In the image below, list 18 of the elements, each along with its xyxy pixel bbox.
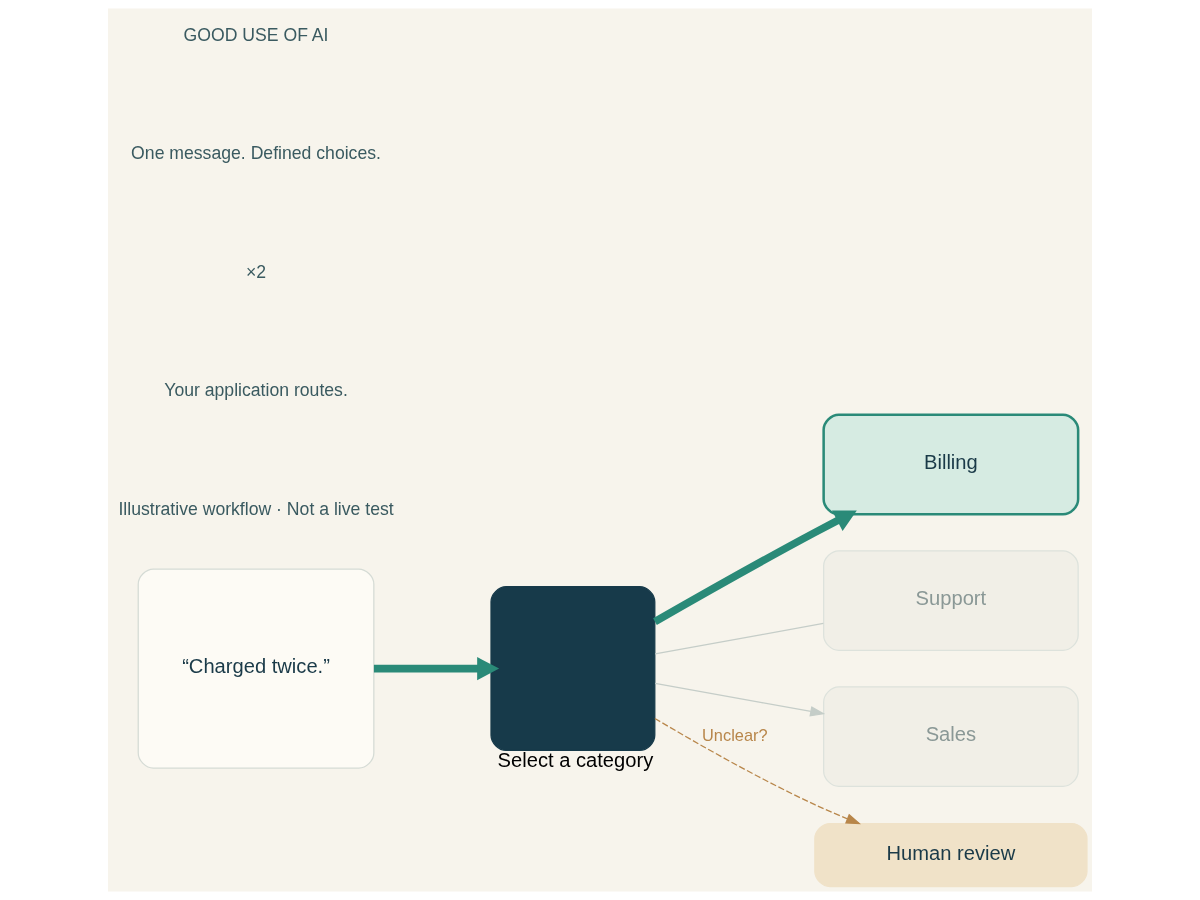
- node-label: Select a category: [497, 748, 654, 771]
- node-box: Support: [823, 550, 1079, 651]
- connector: [654, 622, 824, 655]
- arrow: [654, 682, 826, 717]
- node-box: Billing: [822, 413, 1080, 516]
- node-box: “Charged twice.”: [137, 568, 375, 769]
- label: ×2: [245, 261, 267, 282]
- arrow: [654, 717, 862, 825]
- label: Your application routes.: [164, 380, 348, 401]
- edge-label: Unclear?: [702, 725, 768, 744]
- label: One message. Defined choices.: [131, 143, 381, 164]
- label: GOOD USE OF AI: [183, 24, 329, 45]
- arrow: [373, 657, 500, 681]
- arrow: [653, 510, 857, 625]
- node-box: Sales: [823, 686, 1079, 788]
- label: Illustrative workflow · Not a live test: [118, 498, 394, 519]
- node-box: [490, 586, 656, 752]
- node-box: Human review: [814, 822, 1088, 888]
